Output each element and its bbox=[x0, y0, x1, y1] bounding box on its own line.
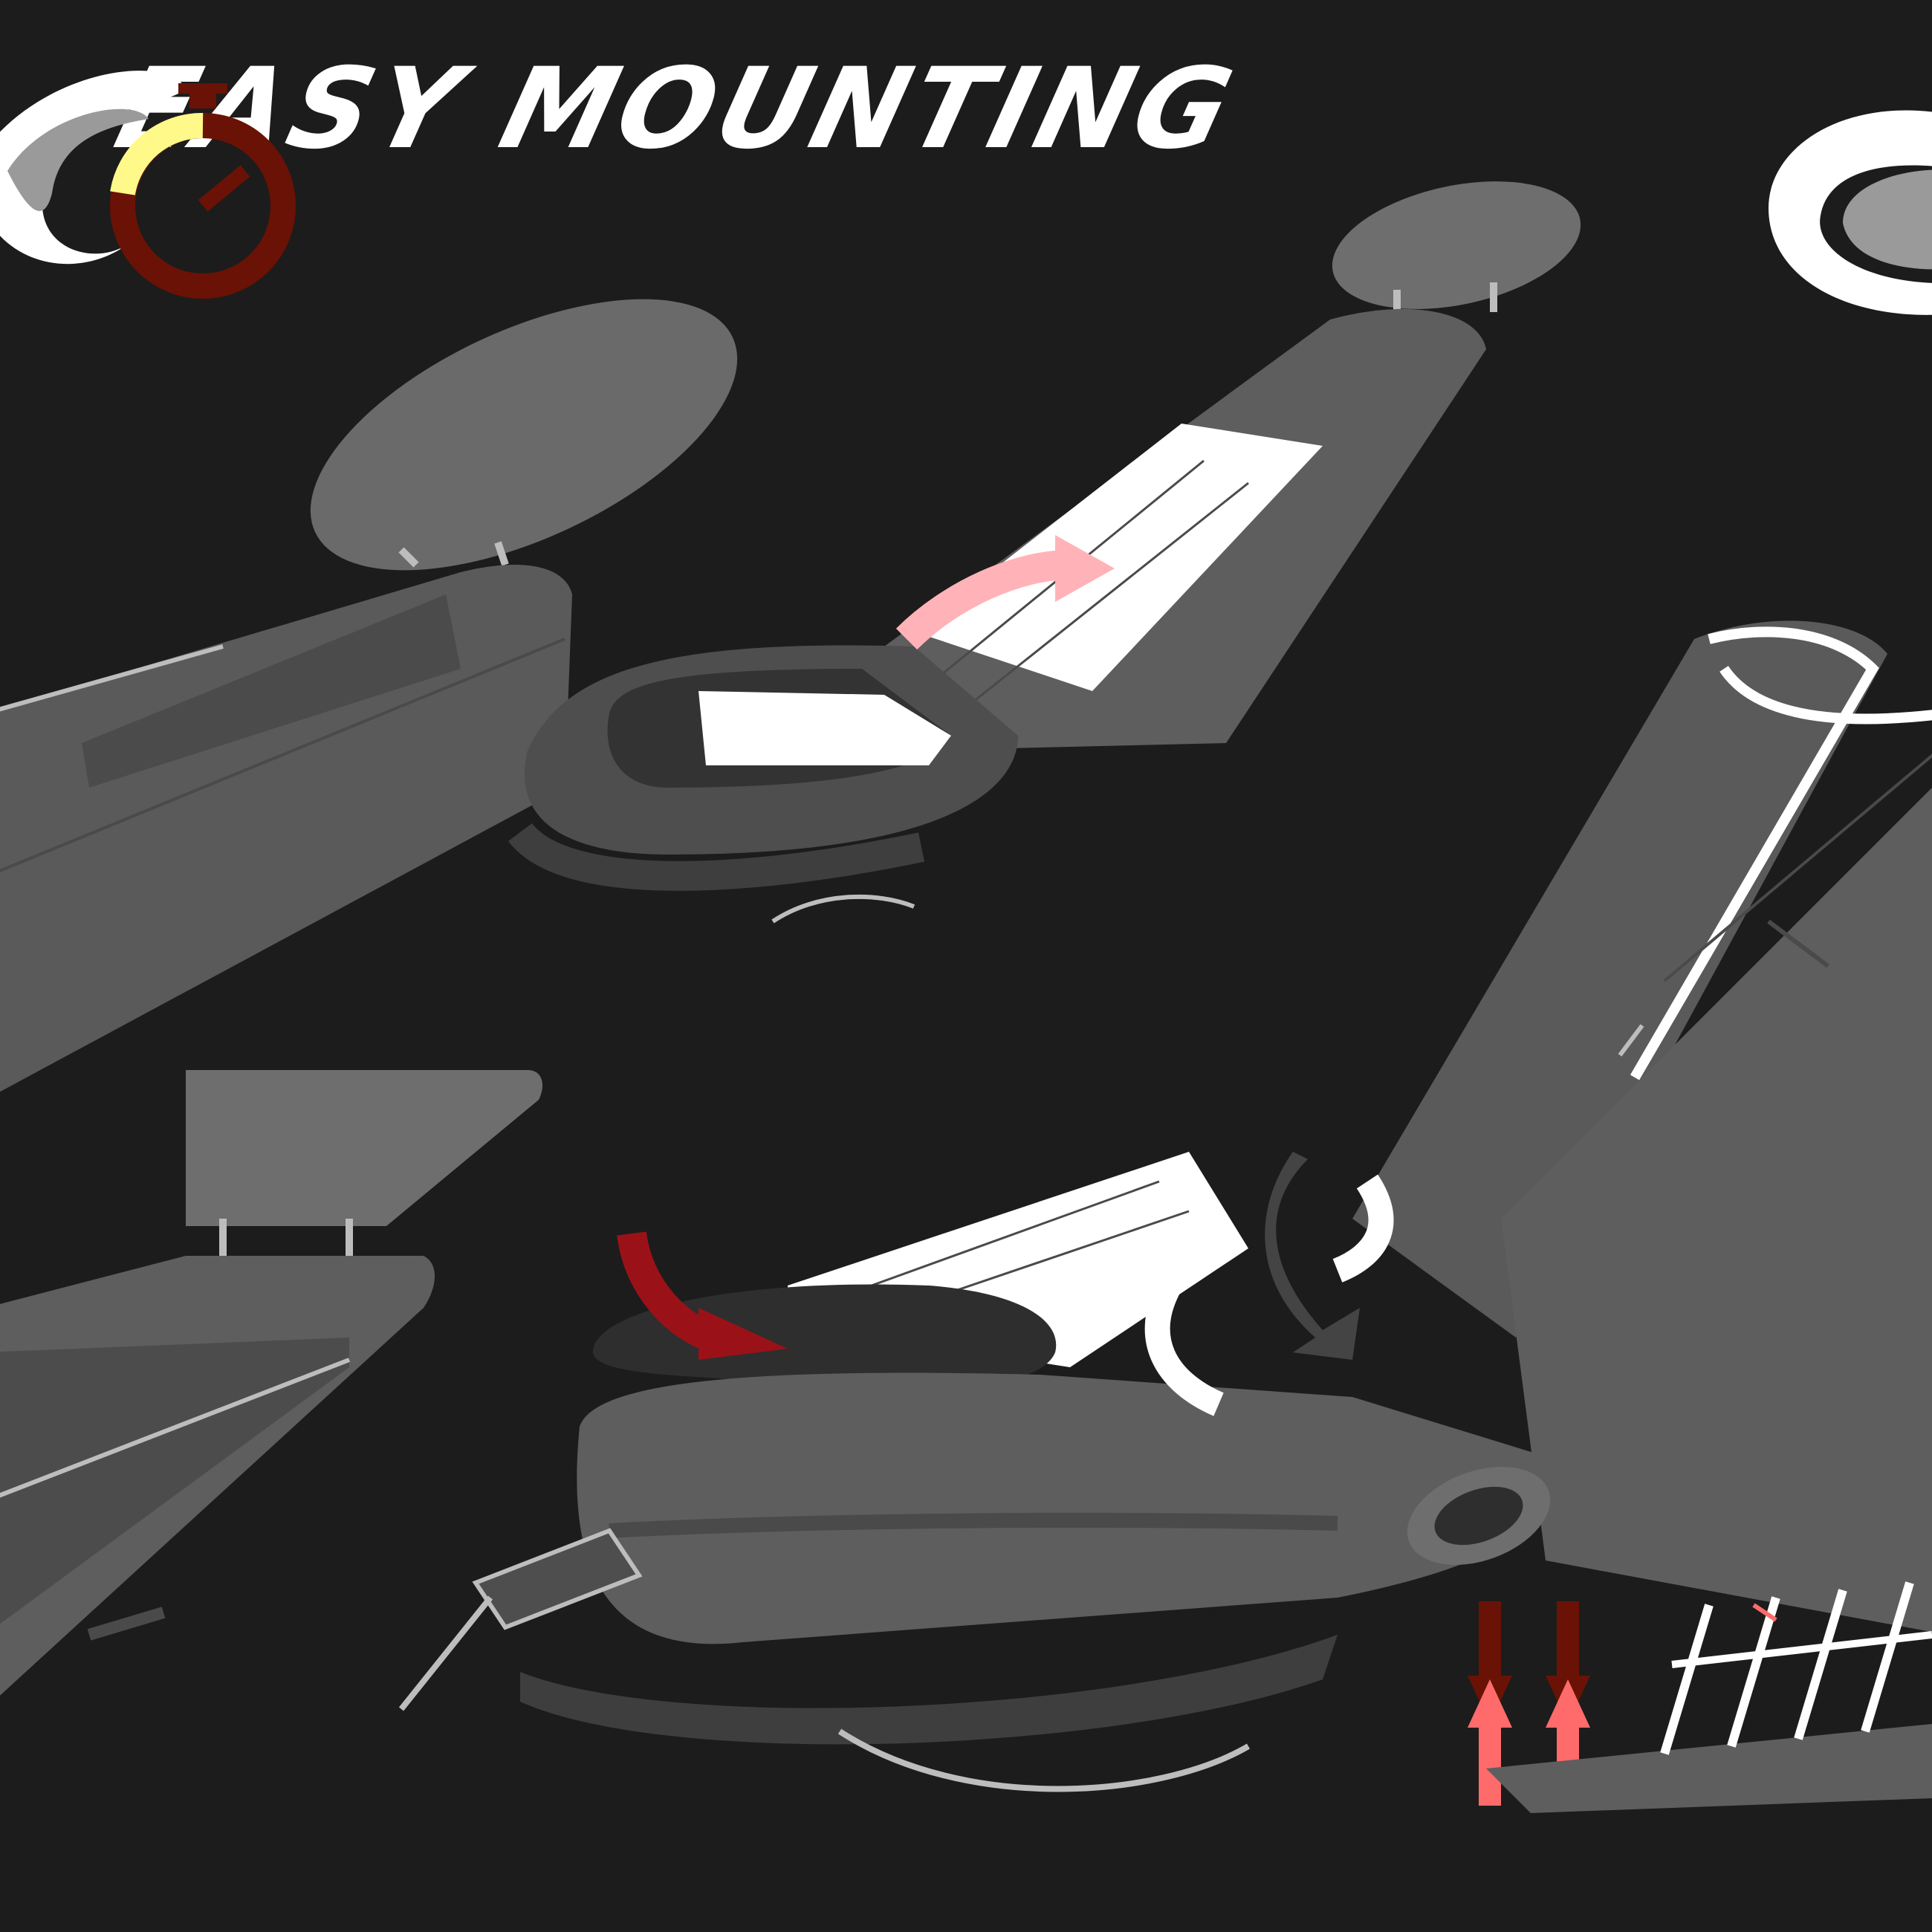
seat-bottom-left bbox=[0, 1070, 542, 1696]
seat-top-center bbox=[508, 181, 1581, 924]
seat-bottom-center bbox=[398, 1152, 1551, 1792]
stopwatch-icon bbox=[110, 83, 296, 299]
swoosh-top-left bbox=[0, 71, 186, 265]
seat-top-left bbox=[0, 299, 738, 1092]
backrest-right bbox=[1352, 620, 1932, 1633]
seat-bracket-bottom-right bbox=[1486, 1581, 1932, 1813]
swoosh-top-right bbox=[1769, 110, 1932, 315]
curved-arrow-icon bbox=[617, 1231, 788, 1360]
